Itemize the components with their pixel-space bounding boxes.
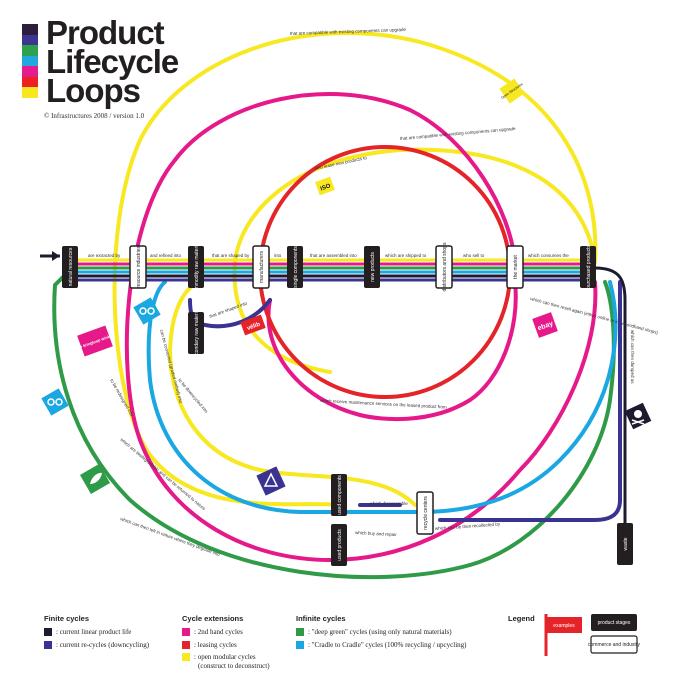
modular-cycle-outer-loop <box>112 30 598 507</box>
legend-ext-modular: : open modular cycles <box>194 653 256 661</box>
recycle-icon <box>256 466 286 496</box>
second-hand-cycle-inner-loop <box>266 280 518 422</box>
stage-natural-resources: natural resources <box>62 246 78 288</box>
legend-swatch-leasing <box>182 641 190 649</box>
stage-purchased-products: purchased products <box>580 245 596 289</box>
page-title: Product Lifecycle Loops <box>46 14 179 109</box>
legend-inf-c2c: : "Cradle to Cradle" cycles (100% recycl… <box>308 641 467 649</box>
svg-text:examples: examples <box>553 623 575 629</box>
svg-text:the market: the market <box>513 255 519 279</box>
label-into: into <box>274 253 282 258</box>
legend-swatch-second-hand <box>182 628 190 636</box>
stage-recycle-centers: recycle centers <box>416 491 434 535</box>
legend-inf-deep-green: : "deep green" cycles (using only natura… <box>308 628 452 636</box>
title-line-3: Loops <box>46 72 141 109</box>
legend-swatch-deep-green <box>296 628 304 636</box>
svg-text:used components: used components <box>337 475 343 515</box>
c2c-badge-left-icon <box>41 388 69 416</box>
svg-text:distributors and shops: distributors and shops <box>442 242 448 291</box>
svg-text:natural resources: natural resources <box>68 247 74 286</box>
svg-text:purchased products: purchased products <box>586 245 592 289</box>
legend-infinite-heading: Infinite cycles <box>296 614 346 623</box>
credit-text: © Infrastructures 2008 / version 1.0 <box>44 112 145 120</box>
svg-text:commerce and industry: commerce and industry <box>588 642 640 648</box>
label-shipped-to: which are shipped to <box>385 253 427 258</box>
legend-finite-recycle: : current re-cycles (downcycling) <box>56 641 150 649</box>
label-maintenance: which receive maintenance services on th… <box>320 398 447 410</box>
label-refined-into: and refined into <box>150 253 182 258</box>
label-extracted-by: are extracted by <box>88 253 121 258</box>
stage-manufacturers: manufacturers <box>252 245 270 289</box>
svg-text:vélib: vélib <box>246 322 261 332</box>
stage-distributors-and-shops: distributors and shops <box>435 242 453 291</box>
legend-product-stages: product stages <box>591 614 637 631</box>
legend-swatch-modular <box>182 653 190 661</box>
svg-text:manufacturers: manufacturers <box>259 251 265 283</box>
label-buy-repair: which buy and repair <box>355 530 397 537</box>
legend-finite-linear: : current linear product life <box>56 628 132 636</box>
legend-heading: Legend <box>508 614 535 623</box>
stage-waste: waste <box>617 523 633 565</box>
title-color-bars <box>22 24 38 98</box>
legend-swatch-c2c <box>296 641 304 649</box>
svg-text:resource industries: resource industries <box>136 245 142 288</box>
stage-commodity-raw-materials: commodity raw materials <box>188 239 204 295</box>
title-line-1: Product <box>46 14 165 51</box>
svg-text:new products: new products <box>370 252 376 282</box>
c2c-badge-right-icon <box>133 297 161 325</box>
stage-used-components: used components <box>331 474 347 516</box>
second-hand-cycle-loop <box>124 92 598 563</box>
legend-finite-heading: Finite cycles <box>44 614 90 623</box>
svg-text:used products: used products <box>337 529 343 561</box>
label-dumped: which can then dumped as <box>630 330 635 384</box>
badge-ebay: ebay <box>532 312 558 338</box>
badge-velib: vélib <box>240 314 266 336</box>
stage-the-market: the market <box>506 245 524 289</box>
badge-open-structures: Open Structures <box>499 78 525 104</box>
svg-text:waste: waste <box>623 537 629 550</box>
stage-secondary-raw-materials: secondary raw materials <box>188 305 204 360</box>
deep-green-cycle-loop <box>52 273 616 580</box>
stage-used-products: used products <box>331 524 347 566</box>
legend-ext-modular-note: (construct to deconstruct) <box>198 662 270 670</box>
legend-example-flag: examples <box>544 614 582 656</box>
legend-extensions-heading: Cycle extensions <box>182 614 244 623</box>
legend-ext-second-hand: : 2nd hand cycles <box>194 628 243 636</box>
label-compatible-top: that are compatible with existing compon… <box>290 27 407 36</box>
deep-green-leaf-icon <box>79 463 111 495</box>
modular-cycle-lower-loop <box>167 280 417 507</box>
label-compatible-mid: that are compatible with existing compon… <box>400 126 517 141</box>
skull-icon <box>624 402 652 430</box>
svg-text:single components: single components <box>293 246 299 288</box>
badge-iso: ISO <box>315 176 335 196</box>
label-shaped-by: that are shaped by <box>212 253 250 258</box>
label-sell-to: who sell to <box>463 253 485 258</box>
svg-text:ISO: ISO <box>320 183 332 192</box>
legend-commerce: commerce and industry <box>588 635 640 654</box>
legend-swatch-linear <box>44 628 52 636</box>
legend-ext-leasing: : leasing cycles <box>194 641 237 649</box>
svg-text:secondary raw materials: secondary raw materials <box>194 305 200 360</box>
label-disassemble: which disassemble <box>370 501 408 506</box>
label-assembled-into: that are assembled into <box>310 253 357 258</box>
badge-de-kringloop: de kringloop winkel <box>77 325 114 357</box>
waste-line <box>594 266 627 525</box>
svg-text:commodity raw materials: commodity raw materials <box>194 239 200 295</box>
label-recollected: which can be then recollected by <box>435 521 501 531</box>
stage-new-products: new products <box>364 246 380 288</box>
legend-swatch-recycle <box>44 641 52 649</box>
title-line-2: Lifecycle <box>46 43 179 80</box>
svg-text:product stages: product stages <box>598 620 631 626</box>
label-consumes: which consumes the <box>528 253 569 258</box>
svg-text:recycle centers: recycle centers <box>423 496 429 530</box>
stage-resource-industries: resource industries <box>129 245 147 289</box>
start-arrow-icon <box>52 251 60 261</box>
stage-single-components: single components <box>287 246 303 288</box>
